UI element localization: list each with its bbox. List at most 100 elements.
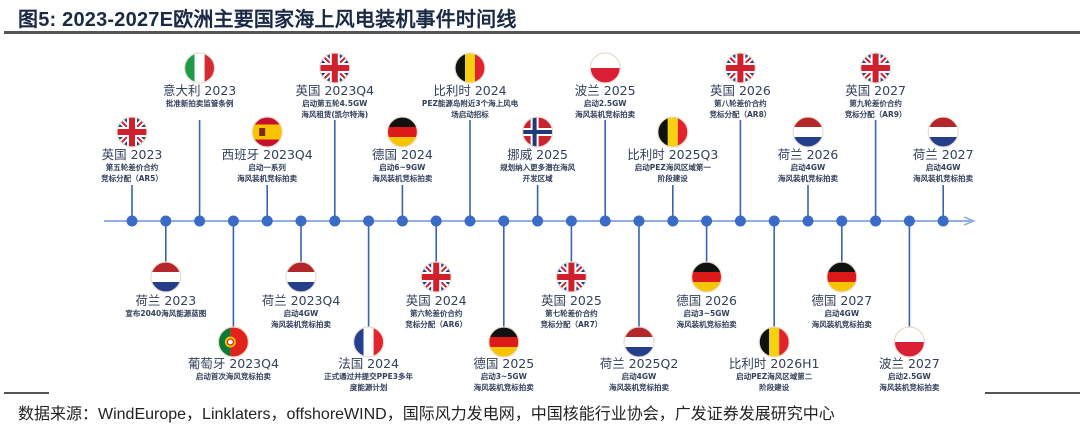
timeline-event (454, 52, 486, 227)
event-description: 开发区域 (522, 174, 553, 183)
event-description: 竞标分配（AR5） (101, 174, 163, 183)
event-description: 宣布2040海风能源蓝图 (125, 309, 207, 318)
event-description: 启动第五轮4.5GW (302, 99, 368, 108)
event-name: 荷兰 2023Q4 (261, 293, 341, 308)
event-name: 英国 2025 (540, 293, 602, 308)
flag-uk-icon (319, 52, 351, 84)
event-description: 启动2.5GW (888, 372, 931, 381)
event-description: 启动4GW (925, 163, 961, 172)
event-name: 德国 2026 (676, 293, 737, 308)
event-name: 英国 2027 (845, 83, 906, 98)
timeline-event (521, 116, 554, 227)
timeline-dot (667, 215, 679, 227)
event-name: 荷兰 2025Q2 (599, 356, 679, 371)
event-description: 正式通过并提交PPE3多年 (324, 372, 414, 381)
event-name: 意大利 2023 (162, 83, 237, 98)
event-description: 海风租赁(凯尔特海) (301, 110, 369, 119)
event-description: 竞标分配（AR8） (709, 110, 772, 119)
event-name: 德国 2024 (371, 147, 433, 162)
event-description: 第八轮差价合约 (714, 99, 767, 108)
timeline-dot (261, 215, 273, 227)
event-name: 法国 2024 (338, 356, 399, 371)
event-description: 海风装机竞标拍卖 (879, 383, 940, 392)
flag-no-icon (521, 116, 554, 148)
event-description: 启动4GW (790, 163, 826, 172)
figure-title: 图5: 2023-2027E欧洲主要国家海上风电装机事件时间线 (18, 9, 517, 31)
event-description: 规划纳入更多潜在海风 (500, 163, 576, 172)
event-description: 阶段建设 (759, 383, 790, 392)
timeline-event (657, 116, 689, 227)
timeline-dot (633, 215, 645, 227)
event-description: 场启动招标 (451, 110, 489, 119)
event-name: 比利时 2026H1 (728, 356, 820, 371)
event-description: 海风装机竞标拍卖 (811, 320, 872, 329)
event-name: 荷兰 2026 (777, 147, 839, 162)
timeline-dot (430, 215, 442, 227)
timeline-dot (903, 215, 915, 227)
event-name: 荷兰 2027 (912, 147, 974, 162)
timeline-event (826, 215, 858, 293)
timeline-dot (836, 215, 848, 227)
event-description: 启动4GW (621, 372, 657, 381)
timeline-event (386, 116, 418, 227)
timeline-dot (599, 215, 611, 227)
event-name: 德国 2027 (811, 293, 873, 308)
flag-uk-icon (724, 52, 757, 84)
event-description: 海风装机竞标拍卖 (237, 174, 298, 183)
event-name: 比利时 2024 (433, 83, 507, 98)
timeline-event (893, 215, 926, 358)
flag-nl-icon (927, 116, 959, 148)
timeline-dot (498, 215, 510, 227)
timeline-dot (363, 215, 375, 227)
axis-arrow-icon (963, 216, 977, 226)
event-description: 海风装机竞标拍卖 (913, 174, 974, 183)
event-name: 比利时 2025Q3 (627, 147, 719, 162)
flag-pl-icon (589, 52, 621, 84)
event-description: 启动PEZ海风区域第一 (634, 163, 711, 172)
timeline-event (690, 215, 723, 293)
timeline-event (555, 215, 588, 293)
event-name: 英国 2026 (709, 83, 771, 98)
event-description: 启动一系列 (248, 163, 286, 172)
flag-de-icon (826, 261, 858, 293)
flag-de-icon (690, 261, 723, 293)
timeline-event (319, 52, 351, 227)
timeline-dot (802, 215, 814, 227)
flag-uk-icon (555, 261, 588, 293)
flag-nl-icon (150, 261, 182, 293)
event-description: 启动2.5GW (583, 99, 627, 108)
event-description: 海风装机竞标拍卖 (270, 320, 331, 329)
event-description: 启动首次海风竞标拍卖 (195, 372, 271, 381)
event-description: 启动6~9GW (379, 163, 426, 172)
timeline-dot (329, 215, 341, 227)
event-description: 启动4GW (283, 309, 319, 318)
event-name: 英国 2024 (405, 293, 467, 308)
timeline-event (927, 116, 959, 227)
timeline-dot (160, 215, 172, 227)
flag-be-icon (454, 52, 486, 84)
flag-uk-icon (859, 52, 892, 84)
timeline-dot (565, 215, 577, 227)
event-description: 海风装机竞标拍卖 (575, 110, 636, 119)
event-description: 第五轮差价合约 (105, 163, 159, 172)
footer-divider-left (4, 392, 49, 394)
event-description: 第六轮差价合约 (409, 309, 463, 318)
timeline-dot (194, 215, 206, 227)
flag-nl-icon (623, 326, 655, 358)
timeline-event (623, 215, 655, 358)
event-description: 海风装机竞标拍卖 (777, 174, 838, 183)
event-description: 度能源计划 (349, 383, 388, 392)
timeline-dot (295, 215, 307, 227)
